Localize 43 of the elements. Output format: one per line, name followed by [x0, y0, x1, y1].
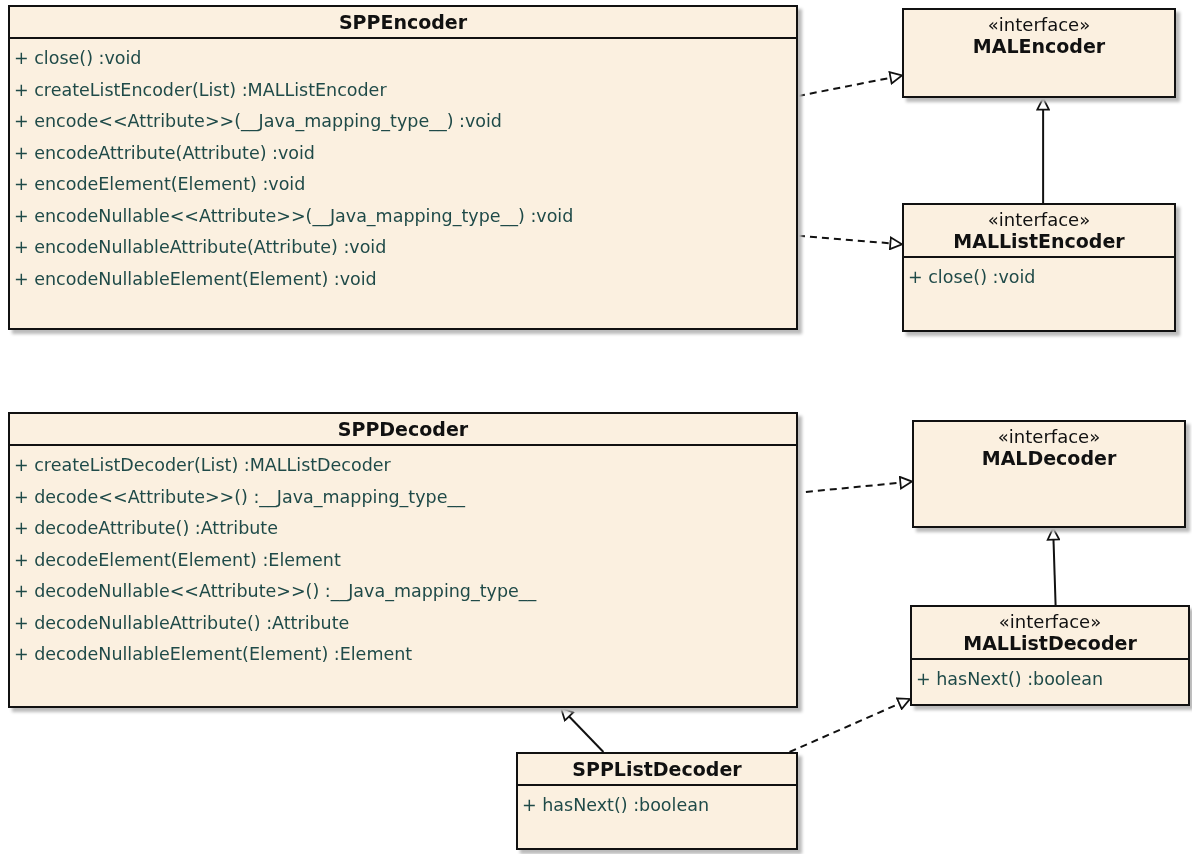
class-member: + createListDecoder(List) :MALListDecoder	[14, 454, 391, 477]
class-name: SPPListDecoder	[572, 758, 742, 780]
class-name: MALDecoder	[981, 447, 1117, 469]
class-member: + decodeNullableElement(Element) :Element	[14, 643, 413, 666]
realization-arrow	[797, 234, 903, 250]
stereotype-label: «interface»	[998, 611, 1102, 632]
class-box	[516, 752, 798, 850]
realization-arrow	[797, 71, 903, 97]
realization-arrow	[788, 697, 911, 753]
class-member: + encode<<Attribute>>(__Java_mapping_type__) :void	[14, 110, 502, 134]
class-box	[8, 5, 798, 330]
stereotype-label: «interface»	[987, 14, 1091, 35]
class-member: + encodeNullable<<Attribute>>(__Java_mapping_type__) :void	[14, 204, 574, 229]
generalization-arrow	[1036, 97, 1050, 204]
class-member: + encodeAttribute(Attribute) :void	[14, 141, 315, 165]
class-name: MALEncoder	[972, 35, 1106, 57]
class-member: + hasNext() :boolean	[522, 794, 709, 817]
class-box	[902, 203, 1176, 332]
class-member: + encodeNullableElement(Element) :void	[14, 267, 377, 291]
class-member: + close() :void	[908, 266, 1036, 289]
generalization-arrow	[1046, 527, 1061, 606]
class-member: + decodeAttribute() :Attribute	[14, 517, 278, 540]
stereotype-label: «interface»	[987, 209, 1091, 230]
class-member: + hasNext() :boolean	[916, 668, 1103, 691]
class-box	[910, 605, 1190, 706]
class-name: MALListDecoder	[963, 632, 1137, 654]
class-name: MALListEncoder	[953, 230, 1125, 252]
stereotype-label: «interface»	[997, 426, 1101, 447]
class-member: + decodeNullable<<Attribute>>() :__Java_mapping_type__	[14, 580, 537, 604]
class-name: SPPEncoder	[338, 11, 468, 33]
class-box	[8, 412, 798, 708]
generalization-arrow	[560, 707, 605, 753]
class-member: + close() :void	[14, 47, 142, 70]
class-member: + encodeElement(Element) :void	[14, 173, 306, 196]
class-member: + decode<<Attribute>>() :__Java_mapping_type__	[14, 485, 465, 510]
class-box	[912, 420, 1186, 528]
class-member: + createListEncoder(List) :MALListEncoder	[14, 78, 387, 102]
class-member: + decodeElement(Element) :Element	[14, 548, 341, 572]
class-member: + decodeNullableAttribute() :Attribute	[14, 611, 350, 635]
class-name: SPPDecoder	[337, 418, 469, 440]
class-member: + encodeNullableAttribute(Attribute) :void	[14, 236, 387, 259]
realization-arrow	[804, 476, 913, 493]
class-box	[902, 8, 1176, 98]
